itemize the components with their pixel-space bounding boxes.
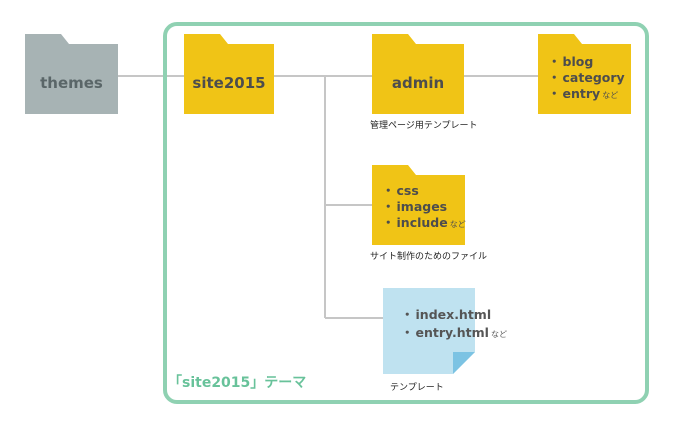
- folder-site2015: site2015: [184, 34, 274, 114]
- document-icon: [383, 288, 475, 374]
- folder-label: themes: [40, 74, 103, 92]
- admin-caption: 管理ページ用テンプレート: [370, 121, 478, 131]
- folder-icon: [538, 34, 631, 114]
- folder-label: admin: [391, 74, 445, 92]
- list-item: ・category: [548, 70, 625, 85]
- assets-caption: サイト制作のためのファイル: [370, 252, 488, 262]
- folder-icon: [25, 34, 118, 114]
- folder-admin: admin: [372, 34, 464, 114]
- list-item: ・blog: [548, 54, 594, 69]
- folder-icon: [372, 165, 465, 245]
- list-item: ・css: [382, 183, 419, 198]
- templates-caption: テンプレート: [390, 383, 444, 393]
- theme-boundary-frame: [163, 22, 649, 404]
- folder-icon: [372, 34, 464, 114]
- list-item: ・index.html: [401, 307, 492, 322]
- folder-themes: themes: [25, 34, 118, 114]
- list-item: ・images: [382, 199, 448, 214]
- theme-caption: 「site2015」テーマ: [168, 375, 307, 391]
- folder-label: site2015: [192, 74, 266, 92]
- folder-icon: [184, 34, 274, 114]
